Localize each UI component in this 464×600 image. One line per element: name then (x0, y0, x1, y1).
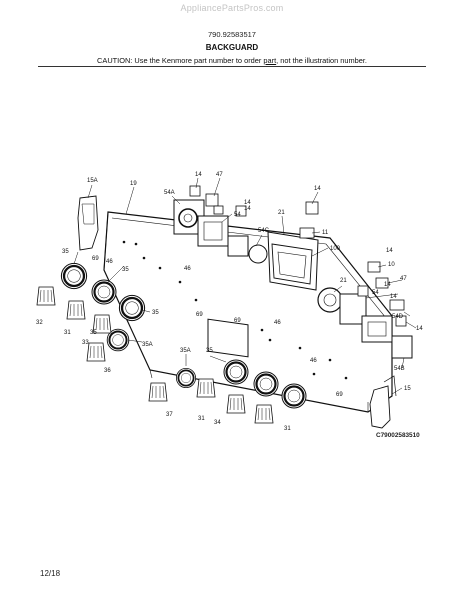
callout-14h: 14 (416, 326, 423, 332)
knob-ring-35a-right (175, 367, 197, 389)
callout-46a: 46 (106, 259, 113, 265)
panel-holes (122, 240, 348, 380)
callout-54: 54 (372, 290, 379, 296)
model-number: 790.92583517 (208, 30, 256, 39)
callout-35a: 35 (62, 249, 69, 255)
callout-14a: 14 (195, 172, 202, 178)
leader-lines (73, 177, 417, 395)
callout-69b: 69 (196, 312, 203, 318)
callout-35e: 35A (142, 342, 153, 348)
callout-54d: 54D (392, 314, 404, 320)
callout-labels: 15A 19 54A 14 47 14 54 14 21 14 54C 11 1… (36, 172, 423, 432)
callout-54a2: 54 (234, 212, 241, 218)
callout-69a: 69 (92, 256, 99, 262)
illustration-reference-code: C79002583510 (376, 432, 420, 439)
caution-text-2: , not the illustration number. (276, 56, 367, 65)
callout-35f: 35A (180, 348, 191, 354)
caution-note: CAUTION: Use the Kenmore part number to … (0, 56, 464, 65)
callout-34: 34 (214, 420, 221, 426)
callout-21a: 21 (278, 210, 285, 216)
callout-14f: 14 (384, 282, 391, 288)
knob-right-2 (196, 378, 216, 398)
terminal-clips-top (189, 185, 319, 217)
callout-46d: 46 (310, 358, 317, 364)
callout-14d: 14 (314, 186, 321, 192)
switch-assembly-54a (173, 199, 205, 235)
knob-right-1 (148, 382, 168, 402)
caution-text-1: CAUTION: Use the Kenmore part number to … (97, 56, 264, 65)
callout-31c: 31 (284, 426, 291, 432)
switch-54b (391, 335, 413, 359)
knob-right-4 (254, 404, 274, 424)
callout-19: 19 (130, 181, 137, 187)
header-rule (38, 66, 426, 67)
bracket-15 (369, 375, 397, 429)
callout-31a: 31 (64, 330, 71, 336)
callout-46b: 46 (184, 266, 191, 272)
switch-block-54c (227, 235, 268, 264)
callout-54b: 54B (394, 366, 405, 372)
callout-21b: 21 (340, 278, 347, 284)
callout-14c: 14 (244, 206, 251, 212)
callout-47a: 47 (216, 172, 223, 178)
callout-14g: 14 (390, 294, 397, 300)
knob-ring-left-2 (90, 278, 118, 306)
callout-47b: 47 (400, 276, 407, 282)
callout-69d: 69 (336, 392, 343, 398)
switch-assembly-54-right (339, 293, 393, 343)
callout-46c: 46 (274, 320, 281, 326)
knob-ring-left-1 (60, 262, 88, 290)
knob-ring-right-1 (222, 358, 250, 386)
callout-14e: 14 (386, 248, 393, 254)
callout-69c: 69 (234, 318, 241, 324)
caution-part-word: part (263, 56, 277, 65)
callout-36: 36 (104, 368, 111, 374)
page-number: 12/18 (40, 569, 61, 578)
callout-35d: 35 (90, 330, 97, 336)
knob-left-1 (36, 286, 56, 306)
callout-31b: 31 (198, 416, 205, 422)
callout-35b: 35 (122, 267, 129, 273)
knob-left-4 (86, 342, 106, 362)
callout-100: 100 (330, 246, 341, 252)
watermark: AppliancePartsPros.com (180, 3, 284, 13)
callout-54c: 54C (258, 228, 270, 234)
knob-right-3 (226, 394, 246, 414)
callout-54a: 54A (164, 190, 175, 196)
knob-ring-right-2 (252, 370, 280, 398)
callout-15: 15 (404, 386, 411, 392)
callout-33: 33 (82, 340, 89, 346)
clip-11 (299, 227, 315, 239)
knob-left-2 (66, 300, 86, 320)
callout-32: 32 (36, 320, 43, 326)
callout-35g: 35 (206, 348, 213, 354)
callout-37: 37 (166, 412, 173, 418)
switch-21-right (317, 287, 343, 313)
knob-ring-right-3 (280, 382, 308, 410)
callout-15a: 15A (87, 178, 98, 184)
knob-ring-left-3 (118, 294, 146, 322)
display-board-100 (271, 243, 313, 285)
bracket-15a (77, 195, 99, 251)
callout-35c: 35 (152, 310, 159, 316)
callout-10: 10 (388, 262, 395, 268)
terminal-clips-right (357, 261, 407, 327)
callout-11: 11 (322, 230, 329, 236)
callout-14b: 14 (244, 200, 251, 206)
section-title: BACKGUARD (205, 43, 259, 52)
display-window (207, 318, 249, 358)
